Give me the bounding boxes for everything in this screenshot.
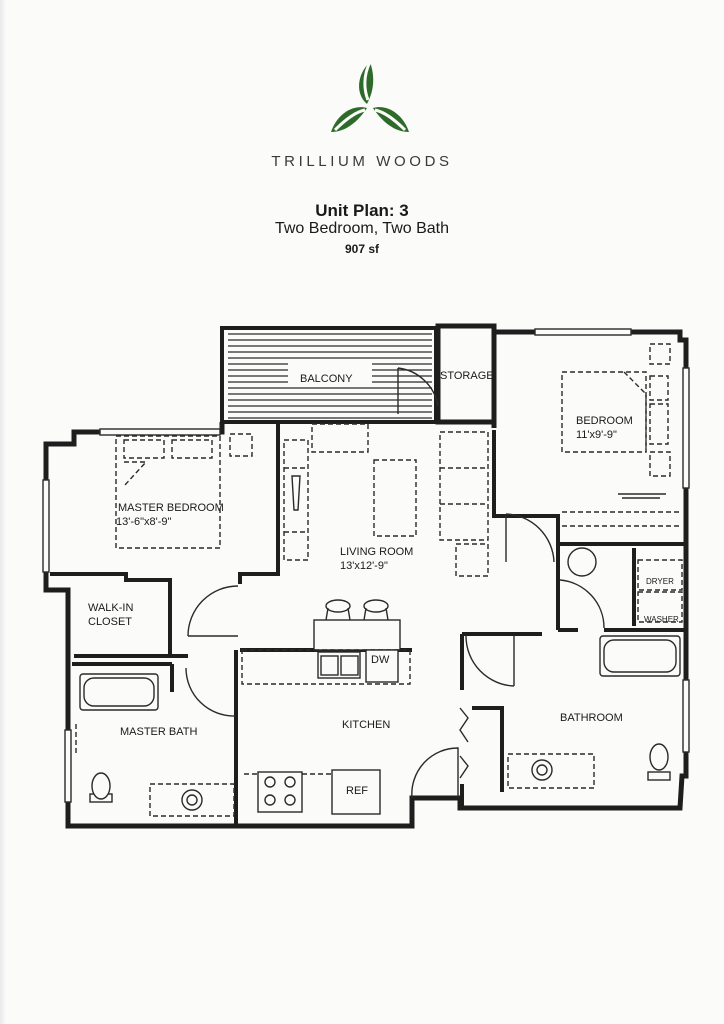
living-room-label: LIVING ROOM bbox=[340, 546, 414, 558]
bedroom-label: BEDROOM bbox=[576, 415, 633, 427]
kitchen-label: KITCHEN bbox=[342, 719, 391, 731]
balcony-label: BALCONY bbox=[300, 373, 353, 385]
walk-in-closet-label-2: CLOSET bbox=[88, 616, 133, 628]
kitchen-fixtures bbox=[241, 649, 411, 815]
exterior-walls bbox=[43, 329, 689, 829]
dishwasher-label: DW bbox=[371, 654, 390, 666]
unit-size: 907 sf bbox=[344, 242, 380, 256]
windows bbox=[42, 328, 690, 803]
brand-name: TRILLIUM WOODS bbox=[271, 153, 453, 170]
page-edge bbox=[0, 0, 6, 1024]
storage-label: STORAGE bbox=[440, 370, 494, 382]
door-swings bbox=[185, 367, 605, 799]
washer-label: WASHER bbox=[644, 615, 679, 624]
bedroom-dims: 11'x9'-9" bbox=[576, 429, 617, 441]
unit-title: Unit Plan: 3 bbox=[315, 201, 409, 220]
master-bedroom-label: MASTER BEDROOM bbox=[118, 502, 224, 514]
bathroom-label: BATHROOM bbox=[560, 712, 623, 724]
master-bedroom-dims: 13'-6"x8'-9" bbox=[116, 516, 172, 528]
bathroom-fixtures bbox=[507, 635, 681, 789]
unit-subtitle: Two Bedroom, Two Bath bbox=[274, 220, 449, 237]
master-bedroom-furniture bbox=[115, 433, 253, 549]
trillium-leaf-icon bbox=[331, 61, 409, 132]
master-bath-label: MASTER BATH bbox=[120, 726, 198, 738]
walk-in-closet-label-1: WALK-IN bbox=[88, 602, 134, 614]
refrigerator-label: REF bbox=[346, 785, 368, 797]
dryer-label: DRYER bbox=[646, 577, 674, 586]
master-bath-fixtures bbox=[75, 673, 235, 817]
bedroom-furniture bbox=[561, 343, 682, 527]
laundry-fixtures bbox=[567, 547, 683, 623]
living-room-dims: 13'x12'-9" bbox=[340, 560, 388, 572]
living-room-furniture bbox=[283, 423, 489, 651]
